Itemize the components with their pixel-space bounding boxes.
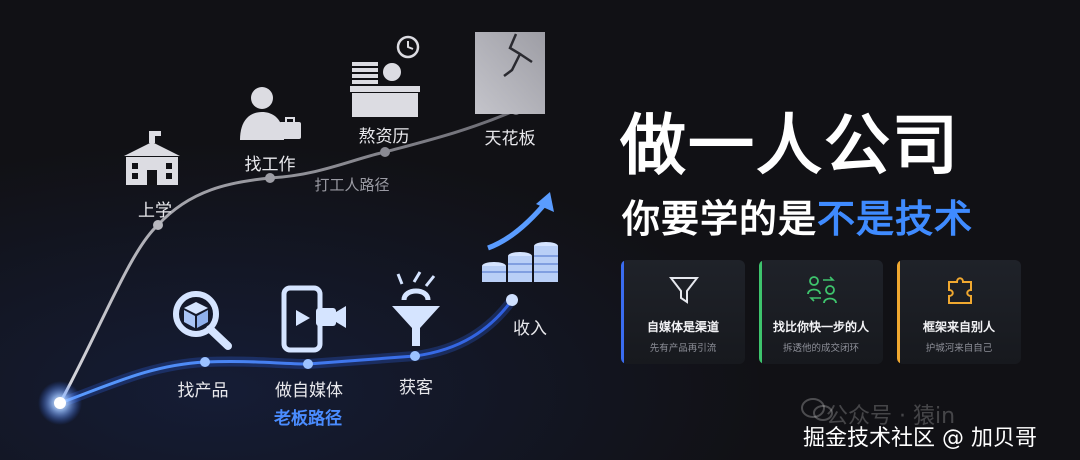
headline-title: 做一人公司 [620,107,960,184]
boss-step-4: 收入 [513,319,547,339]
card-accent-bar [759,260,762,364]
headline-subtitle: 你要学的是不是技术 [622,188,973,243]
card-title: 自媒体是渠道 [646,320,719,334]
worker-step-3: 熬资历 [358,127,410,147]
search-product-icon [173,291,232,350]
tips-cards: 自媒体是渠道 先有产品再引流 找比你快一步的人 拆透他的成交闭环 框架来自别人 … [621,260,1021,364]
worker-icon [240,87,301,140]
worker-node-2 [265,173,275,183]
worker-step-4: 天花板 [484,129,536,149]
card-desc: 先有产品再引流 [649,343,717,354]
card-channel: 自媒体是渠道 先有产品再引流 [621,260,745,364]
boss-node-4 [506,294,518,306]
boss-node-1 [200,357,210,367]
boss-step-1: 找产品 [177,381,229,401]
card-framework: 框架来自别人 护城河来自自己 [897,260,1021,364]
worker-step-2: 找工作 [244,155,296,175]
start-node [54,397,66,409]
school-icon [124,131,180,185]
boss-step-2: 做自媒体 [275,381,343,401]
funnel-magnet-icon [392,271,440,346]
coins-growth-icon [482,192,558,282]
puzzle-icon [948,277,972,304]
subtitle-highlight: 不是技术 [817,197,974,241]
worker-step-1: 上学 [138,201,172,221]
wechat-icon [801,398,833,421]
card-accent-bar [621,260,624,364]
people-exchange-icon [807,276,837,304]
boss-node-2 [303,359,313,369]
subtitle-prefix: 你要学的是 [622,197,818,241]
card-title: 框架来自别人 [922,320,995,334]
watermark-credit: 掘金技术社区 @ 加贝哥 [803,426,1037,451]
worker-path-label: 打工人路径 [314,176,390,194]
card-desc: 护城河来自自己 [925,343,993,354]
boss-path-label: 老板路径 [274,409,342,429]
boss-node-3 [410,351,420,361]
card-desc: 拆透他的成交闭环 [782,343,859,354]
watermark-faded: 公众号 · 猿in [826,404,956,429]
boss-step-3: 获客 [399,378,433,398]
card-title: 找比你快一步的人 [772,320,869,334]
card-mentor: 找比你快一步的人 拆透他的成交闭环 [759,260,883,364]
worker-node-1 [153,220,163,230]
worker-path-line [58,108,517,404]
worker-node-3 [380,147,390,157]
desk-papers-icon [350,35,420,117]
card-accent-bar [897,260,900,364]
funnel-icon [669,277,699,304]
phone-video-icon [281,285,346,353]
cracked-wall-icon [475,32,545,114]
